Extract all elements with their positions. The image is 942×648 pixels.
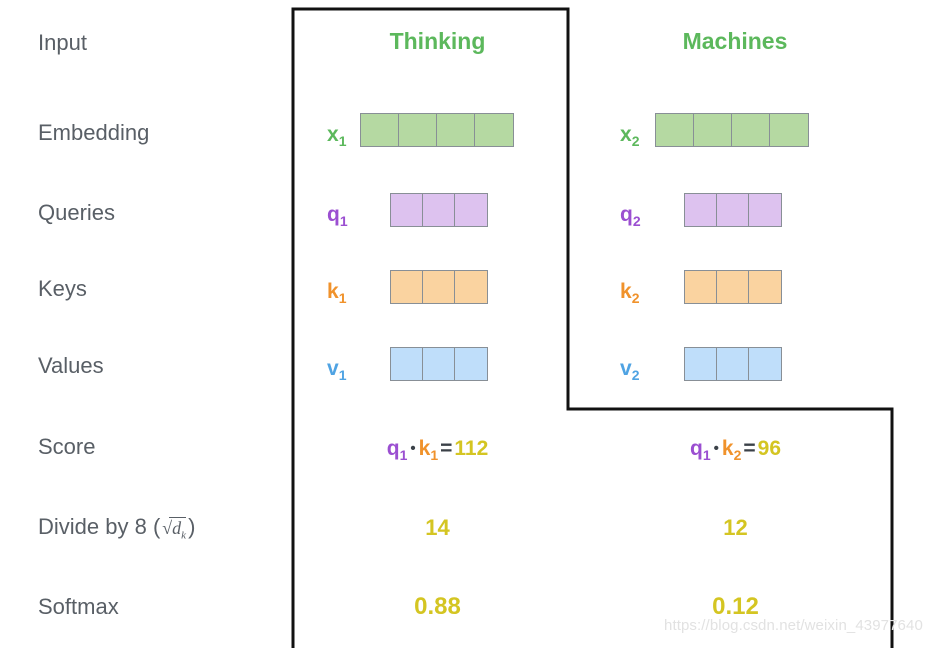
vector-strip-x1 — [360, 113, 514, 147]
row-label-divide-by-8: Divide by 8 (√dk) — [38, 516, 195, 542]
vector-strip-x2 — [655, 113, 809, 147]
vector-cell — [399, 114, 437, 146]
score-q-subscript: 1 — [399, 447, 408, 464]
vector-subscript: 1 — [339, 213, 348, 230]
vector-cell — [391, 271, 423, 303]
vector-cell — [656, 114, 694, 146]
vector-cell — [455, 271, 487, 303]
divide-text-prefix: Divide by 8 ( — [38, 514, 161, 539]
vector-subscript: 2 — [631, 367, 640, 384]
score-expression-col1: q1•k1=112 — [340, 438, 535, 462]
vector-cell — [749, 194, 781, 226]
vector-cell — [455, 348, 487, 380]
vector-cell — [732, 114, 770, 146]
vector-cell — [423, 348, 455, 380]
divide-value-col2: 12 — [723, 515, 748, 540]
softmax-value-col2: 0.12 — [712, 593, 759, 620]
score-result: 96 — [757, 437, 781, 460]
dot-product-icon: • — [410, 440, 416, 457]
score-q-term: q1 — [386, 437, 408, 464]
score-expression-col2: q1•k2=96 — [638, 438, 833, 462]
vector-letter: k — [327, 280, 339, 303]
equals-sign: = — [743, 437, 756, 460]
vector-letter: k — [620, 280, 632, 303]
vector-label-x2: x2 — [620, 124, 639, 148]
vector-strip-k2 — [684, 270, 782, 304]
vector-subscript: 2 — [631, 290, 640, 307]
score-k-letter: k — [721, 437, 734, 460]
score-q-letter: q — [690, 437, 703, 460]
vector-subscript: 2 — [632, 213, 641, 230]
vector-subscript: 2 — [631, 133, 640, 150]
watermark-url: https://blog.csdn.net/weixin_43977640 — [664, 617, 923, 634]
vector-strip-v2 — [684, 347, 782, 381]
vector-cell — [685, 271, 717, 303]
score-k-term: k2 — [721, 437, 742, 464]
vector-cell — [423, 194, 455, 226]
vector-letter: v — [620, 357, 632, 380]
vector-letter: x — [620, 123, 632, 146]
vector-cell — [455, 194, 487, 226]
vector-label-k1: k1 — [327, 281, 346, 305]
vector-cell — [770, 114, 808, 146]
vector-label-q1: q1 — [327, 204, 348, 228]
equals-sign: = — [440, 437, 453, 460]
vector-cell — [361, 114, 399, 146]
vector-label-x1: x1 — [327, 124, 346, 148]
vector-letter: x — [327, 123, 339, 146]
vector-cell — [391, 348, 423, 380]
score-q-letter: q — [386, 437, 400, 460]
score-k-subscript: 1 — [430, 447, 439, 464]
score-q-subscript: 1 — [702, 447, 711, 464]
vector-label-q2: q2 — [620, 204, 641, 228]
vector-cell — [475, 114, 513, 146]
dot-product-icon: • — [713, 440, 719, 457]
vector-strip-v1 — [390, 347, 488, 381]
vector-subscript: 1 — [338, 367, 347, 384]
divide-text-suffix: ) — [188, 514, 196, 539]
vector-strip-q1 — [390, 193, 488, 227]
vector-cell — [437, 114, 475, 146]
column-header-thinking: Thinking — [389, 28, 486, 54]
math-var: d — [172, 518, 182, 538]
row-label-embedding: Embedding — [38, 120, 150, 145]
vector-label-k2: k2 — [620, 281, 639, 305]
vector-subscript: 1 — [338, 290, 347, 307]
vector-subscript: 1 — [338, 133, 347, 150]
vector-letter: q — [620, 203, 633, 226]
row-label-score: Score — [38, 434, 96, 459]
vector-cell — [685, 194, 717, 226]
vector-label-v1: v1 — [327, 358, 346, 382]
score-q-term: q1 — [690, 437, 711, 464]
vector-cell — [685, 348, 717, 380]
vector-letter: q — [327, 203, 340, 226]
row-label-softmax: Softmax — [38, 594, 119, 619]
row-label-input: Input — [38, 30, 87, 55]
vector-letter: v — [327, 357, 339, 380]
vector-cell — [391, 194, 423, 226]
vector-strip-k1 — [390, 270, 488, 304]
score-k-term: k1 — [418, 437, 439, 464]
sqrt-dk-math: √dk — [162, 517, 187, 542]
score-k-letter: k — [418, 437, 431, 460]
vector-cell — [717, 348, 749, 380]
score-result: 112 — [454, 437, 489, 460]
softmax-value-col1: 0.88 — [414, 593, 461, 620]
vector-strip-q2 — [684, 193, 782, 227]
column-header-machines: Machines — [682, 28, 788, 54]
row-label-queries: Queries — [38, 200, 116, 225]
vector-cell — [694, 114, 732, 146]
vector-cell — [717, 271, 749, 303]
row-label-keys: Keys — [38, 276, 87, 301]
vector-cell — [717, 194, 749, 226]
vector-cell — [423, 271, 455, 303]
vector-cell — [749, 271, 781, 303]
row-label-values: Values — [38, 353, 104, 378]
score-k-subscript: 2 — [733, 447, 742, 464]
vector-cell — [749, 348, 781, 380]
math-sub: k — [181, 529, 187, 542]
vector-label-v2: v2 — [620, 358, 639, 382]
divide-value-col1: 14 — [425, 515, 450, 540]
